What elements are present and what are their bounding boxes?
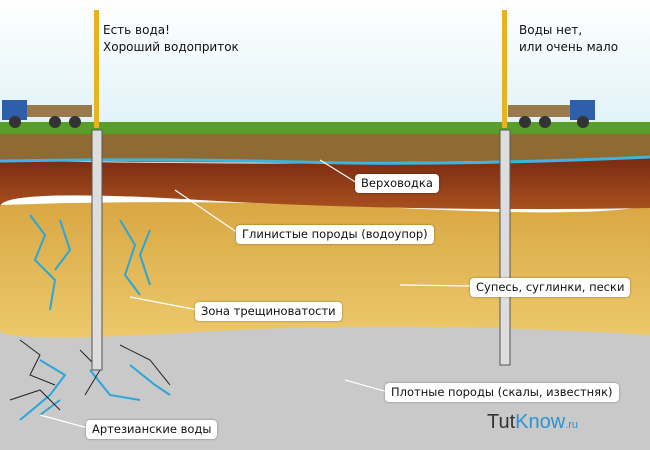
fracture-water-veins <box>19 214 171 421</box>
label-clay: Глинистые породы (водоупор) <box>236 225 434 244</box>
left-well-caption: Есть вода! Хороший водоприток <box>103 22 239 56</box>
label-dense-rock: Плотные породы (скалы, известняк) <box>385 383 619 402</box>
left-caption-line2: Хороший водоприток <box>103 40 239 54</box>
label-fracture-zone: Зона трещиноватости <box>195 302 342 321</box>
watermark-part1: Tut <box>487 411 516 433</box>
right-drill-truck <box>508 100 595 128</box>
right-well-caption: Воды нет, или очень мало <box>519 22 618 56</box>
topsoil-layer <box>0 130 650 163</box>
label-artesian: Артезианские воды <box>86 420 218 439</box>
leader-lines <box>39 159 473 429</box>
right-well <box>499 10 511 366</box>
right-caption-line2: или очень мало <box>519 40 619 54</box>
right-caption-line1: Воды нет, <box>519 23 583 37</box>
grass <box>0 122 650 134</box>
watermark-suffix: .ru <box>565 419 579 431</box>
watermark-part2: Know <box>515 411 566 433</box>
left-well <box>91 10 103 371</box>
left-caption-line1: Есть вода! <box>103 23 170 37</box>
label-sandy-loam: Супесь, суглинки, пески <box>470 278 631 297</box>
clay-layer <box>0 158 650 209</box>
watermark-logo: TutKnow.ru <box>487 410 578 437</box>
left-drill-truck <box>2 100 92 128</box>
label-perched-water: Верховодка <box>355 174 439 193</box>
